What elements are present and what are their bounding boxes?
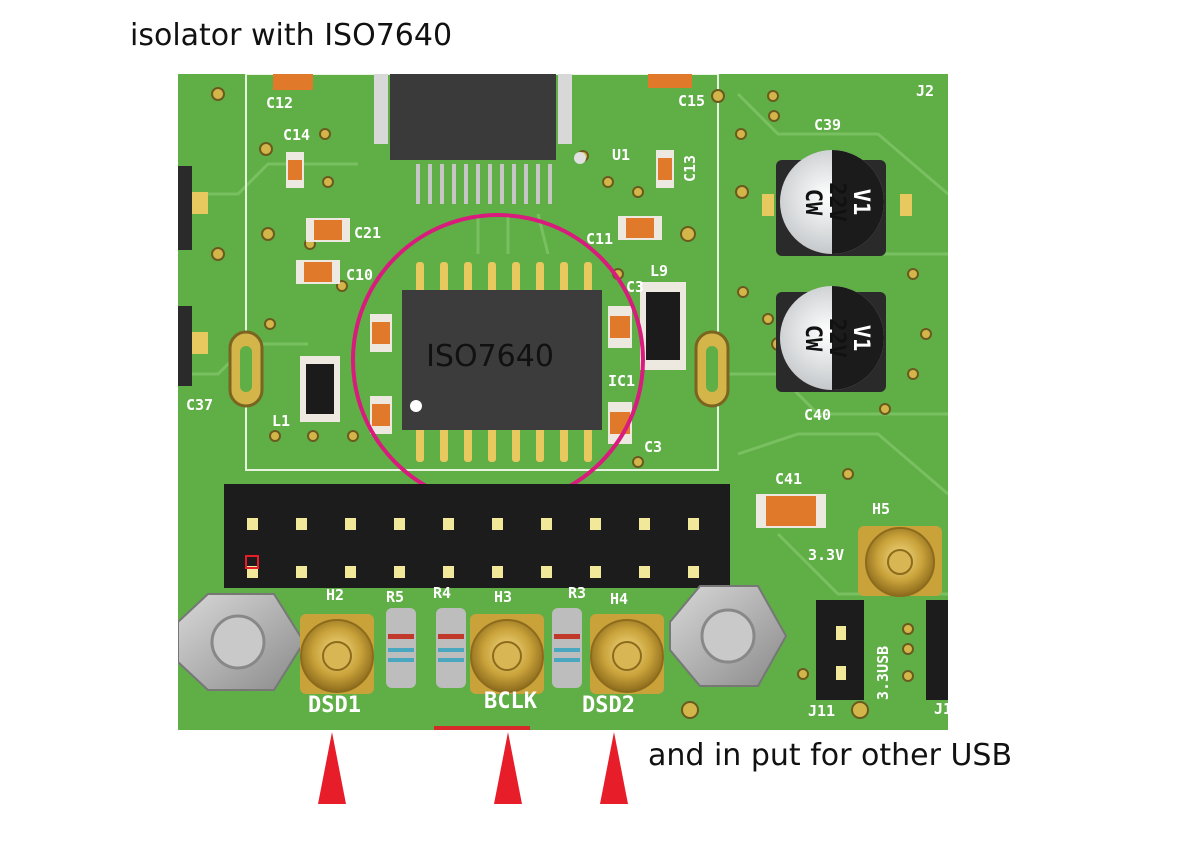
svg-text:V1: V1 xyxy=(848,325,873,352)
iso7640-pins xyxy=(416,262,592,462)
connector-h4 xyxy=(590,614,664,694)
smd-capacitors xyxy=(273,74,826,528)
arrow-bclk xyxy=(494,732,522,804)
silk-l1: L1 xyxy=(272,412,290,430)
figure-title: isolator with ISO7640 xyxy=(130,18,453,53)
c39-marking-type: CW xyxy=(800,189,825,216)
connector-h2 xyxy=(300,614,374,694)
u1-chip xyxy=(374,74,586,204)
electrolytic-capacitor-c39: CW 22V V1 xyxy=(762,150,912,256)
vias xyxy=(211,87,932,719)
svg-text:CW: CW xyxy=(800,189,825,216)
silk-c15: C15 xyxy=(678,92,705,110)
silk-bclk: BCLK xyxy=(484,689,538,714)
silk-r3: R3 xyxy=(568,584,586,602)
silk-h3: H3 xyxy=(494,588,512,606)
silk-c21: C21 xyxy=(354,224,381,242)
silk-3v3: 3.3V xyxy=(808,546,844,564)
silk-c37: C37 xyxy=(186,396,213,414)
silk-dsd1: DSD1 xyxy=(308,693,361,718)
silk-dsd2: DSD2 xyxy=(582,693,635,718)
silk-ic1: IC1 xyxy=(608,372,635,390)
note-other-usb: and in put for other USB xyxy=(648,738,1013,773)
arrow-dsd2 xyxy=(600,732,628,804)
c39-marking-index: V1 xyxy=(848,189,873,216)
silk-c13: C13 xyxy=(681,155,699,182)
jumper-j1 xyxy=(926,600,948,700)
svg-text:V1: V1 xyxy=(848,189,873,216)
resistors xyxy=(386,608,582,688)
silk-c41: C41 xyxy=(775,470,802,488)
silk-r4: R4 xyxy=(433,584,451,602)
electrolytic-capacitor-c40: CW 22V V1 xyxy=(776,286,886,392)
silk-c12: C12 xyxy=(266,94,293,112)
jumper-j11 xyxy=(816,600,864,700)
inductors xyxy=(300,282,686,422)
silk-j1: J1 xyxy=(934,700,948,718)
c40-marking-index: V1 xyxy=(848,325,873,352)
silk-u1: U1 xyxy=(612,146,630,164)
connector-h5 xyxy=(858,526,942,597)
hex-standoff-right xyxy=(669,585,788,687)
silk-c3-bottom: C3 xyxy=(644,438,662,456)
svg-text:22V: 22V xyxy=(824,182,849,222)
pin-header xyxy=(224,484,730,588)
silk-3v3usb: 3.3USB xyxy=(874,646,892,700)
silk-c40: C40 xyxy=(804,406,831,424)
silk-h5: H5 xyxy=(872,500,890,518)
silk-j11: J11 xyxy=(808,702,835,720)
hex-standoff-left xyxy=(178,593,306,691)
isolation-outline xyxy=(245,74,719,471)
svg-text:22V: 22V xyxy=(824,318,849,358)
silk-c39: C39 xyxy=(814,116,841,134)
pcb-render: ISO7640 CW 22V V1 CW 22V V1 xyxy=(178,74,948,730)
c40-marking-type: CW xyxy=(800,325,825,352)
silk-c11: C11 xyxy=(586,230,613,248)
silk-j2: J2 xyxy=(916,82,934,100)
connector-h3 xyxy=(470,614,544,694)
silk-h2: H2 xyxy=(326,586,344,604)
iso7640-chip: ISO7640 xyxy=(402,290,602,430)
silk-c3-top: C3 xyxy=(626,278,644,296)
arrow-dsd1 xyxy=(318,732,346,804)
iso7640-chip-label: ISO7640 xyxy=(426,339,554,374)
bottom-red-component xyxy=(434,726,530,730)
silk-c10: C10 xyxy=(346,266,373,284)
silk-c14: C14 xyxy=(283,126,310,144)
silk-h4: H4 xyxy=(610,590,628,608)
edge-components xyxy=(178,166,208,386)
c40-marking-rating: 22V xyxy=(824,318,849,358)
svg-text:CW: CW xyxy=(800,325,825,352)
silk-r5: R5 xyxy=(386,588,404,606)
c39-marking-rating: 22V xyxy=(824,182,849,222)
silk-l9: L9 xyxy=(650,262,668,280)
